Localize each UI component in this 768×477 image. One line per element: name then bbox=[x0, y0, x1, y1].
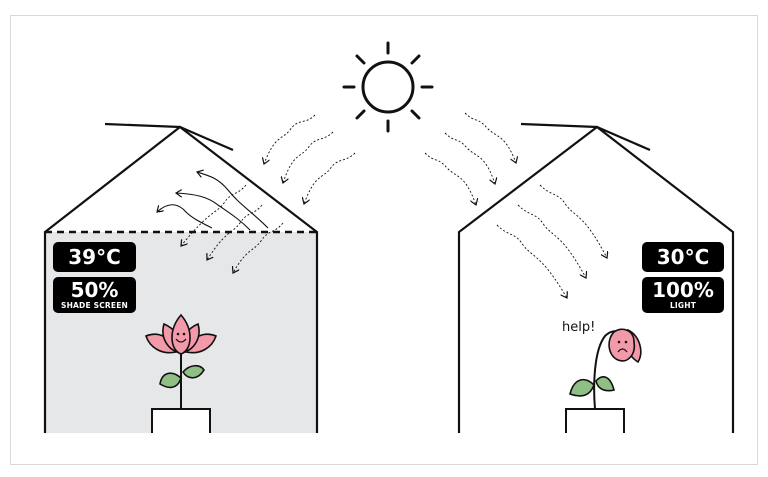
eye bbox=[182, 332, 186, 336]
leaf-right bbox=[182, 364, 205, 379]
eye bbox=[617, 340, 621, 344]
petal-center bbox=[171, 313, 191, 355]
flower-icon bbox=[145, 313, 217, 433]
right-light-value: 100% bbox=[652, 278, 714, 302]
ray bbox=[424, 152, 476, 205]
right-greenhouse bbox=[457, 122, 735, 433]
ray bbox=[264, 114, 316, 164]
left-temperature-badge: 39°C bbox=[53, 242, 136, 272]
right-light-badge: 100% LIGHT bbox=[642, 277, 724, 313]
ray bbox=[464, 112, 516, 163]
ray bbox=[283, 131, 334, 183]
reflected-ray bbox=[197, 172, 269, 229]
flower-pot bbox=[151, 408, 211, 433]
left-roof-vent bbox=[104, 122, 234, 152]
incoming-rays-right bbox=[424, 112, 607, 298]
leaf-left bbox=[159, 372, 182, 389]
sun-icon bbox=[342, 41, 434, 133]
left-shade-label: SHADE SCREEN bbox=[60, 301, 129, 310]
ray bbox=[444, 132, 495, 184]
smile bbox=[175, 338, 187, 343]
ray bbox=[517, 204, 586, 278]
right-temperature-value: 30°C bbox=[656, 245, 710, 269]
ray bbox=[496, 224, 567, 298]
incoming-rays-left bbox=[181, 114, 356, 273]
wilted-flower-icon bbox=[565, 328, 642, 433]
frown bbox=[617, 348, 628, 353]
ray bbox=[233, 222, 284, 273]
reflected-rays bbox=[157, 172, 269, 231]
leaf-right bbox=[595, 376, 615, 392]
ray bbox=[207, 204, 263, 260]
eye bbox=[624, 340, 628, 344]
eye bbox=[176, 332, 180, 336]
ray bbox=[304, 152, 356, 204]
ray bbox=[181, 184, 247, 246]
right-light-label: LIGHT bbox=[669, 301, 697, 310]
leaf-left bbox=[569, 378, 595, 397]
reflected-ray bbox=[176, 193, 251, 231]
left-shade-badge: 50% SHADE SCREEN bbox=[53, 277, 136, 313]
left-shade-value: 50% bbox=[70, 278, 119, 302]
flower-pot bbox=[565, 408, 625, 433]
left-temperature-value: 39°C bbox=[68, 245, 121, 269]
plant-speech-text: help! bbox=[562, 320, 596, 335]
right-roof-vent bbox=[520, 122, 651, 152]
reflected-ray bbox=[157, 204, 213, 229]
right-temperature-badge: 30°C bbox=[642, 242, 724, 272]
drooping-petal-front bbox=[608, 328, 636, 362]
ray bbox=[539, 184, 607, 258]
